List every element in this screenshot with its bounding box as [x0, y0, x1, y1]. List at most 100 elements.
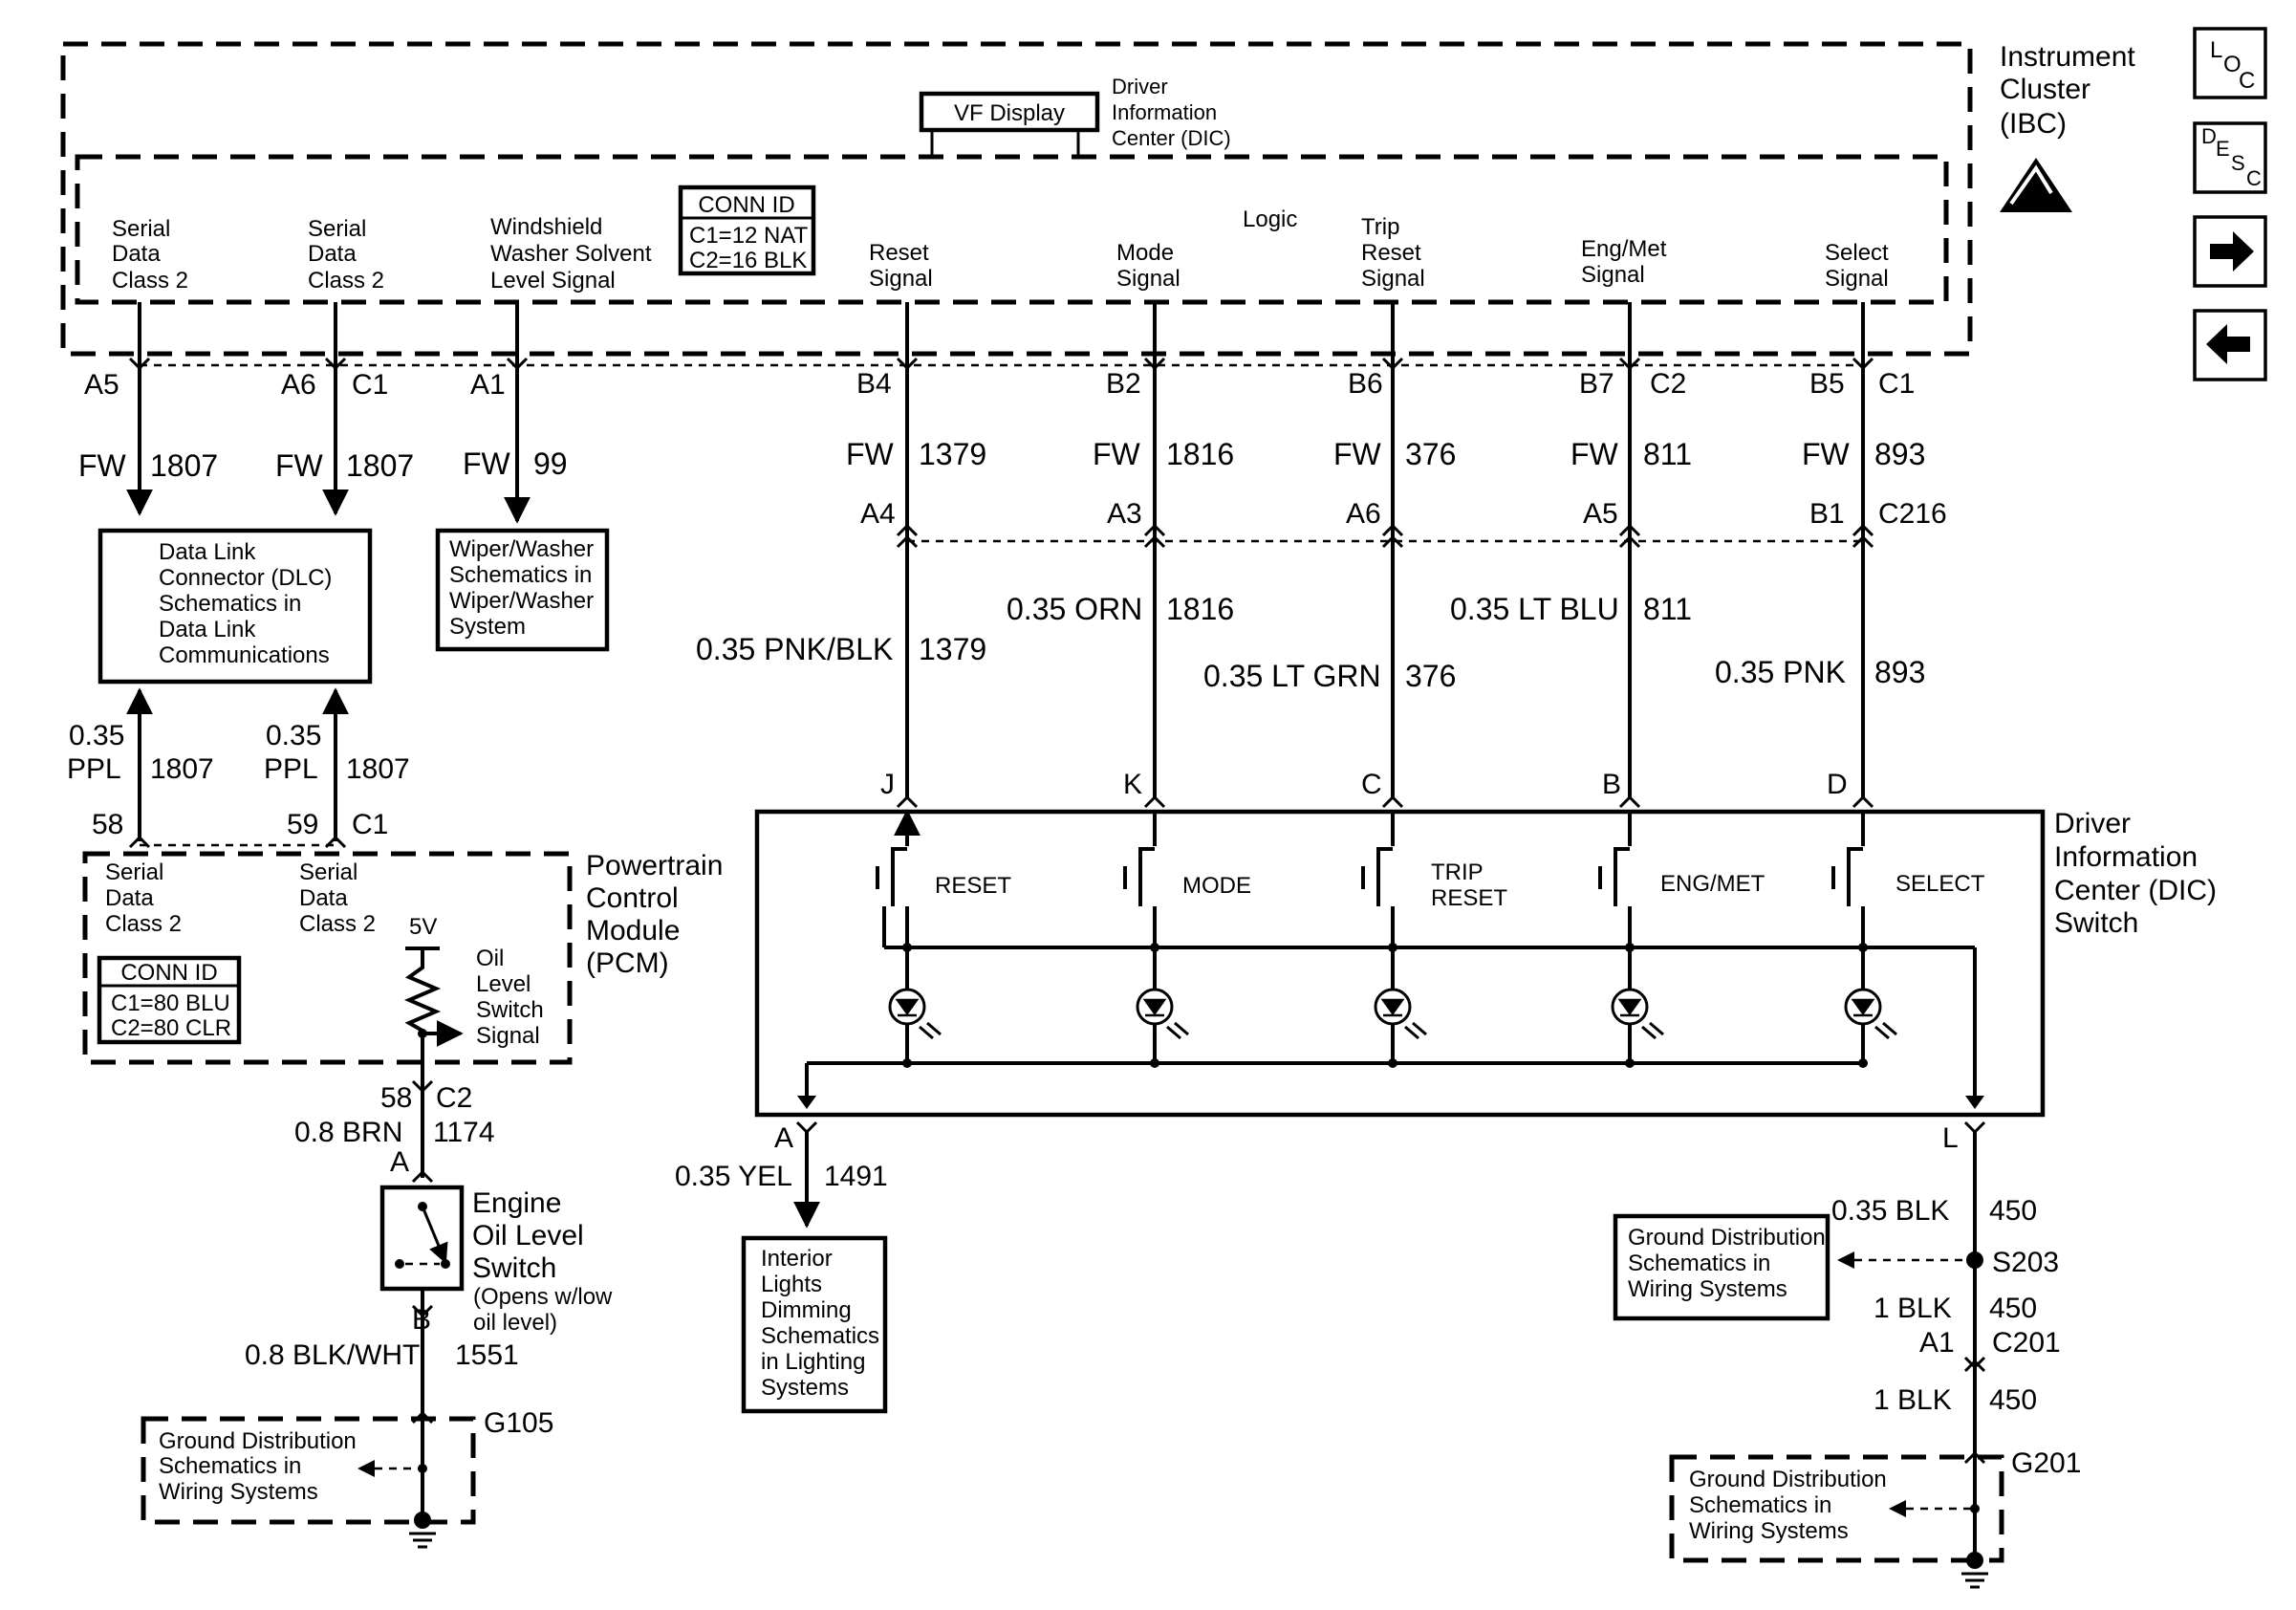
svg-text:1 BLK: 1 BLK: [1874, 1293, 1952, 1324]
signal-label: Signal: [1116, 266, 1180, 292]
pin-label: D: [1827, 769, 1848, 800]
signal-label: Data: [308, 241, 357, 267]
svg-text:C2: C2: [436, 1082, 472, 1114]
svg-text:450: 450: [1989, 1195, 2037, 1227]
svg-text:Serial: Serial: [105, 859, 163, 885]
svg-text:Module: Module: [586, 915, 680, 946]
svg-text:(PCM): (PCM): [586, 947, 669, 979]
esd-warning-icon: [2000, 158, 2072, 212]
svg-text:D: D: [2201, 124, 2217, 148]
signal-label: Serial: [112, 216, 170, 242]
forward-button[interactable]: [2193, 215, 2267, 288]
interior-lights-circuit: A 0.35 YEL 1491: [675, 1096, 888, 1229]
circuit-number: 1816: [1166, 592, 1234, 626]
connector-label: C1: [1878, 368, 1915, 400]
svg-text:G105: G105: [484, 1407, 553, 1439]
svg-text:PPL: PPL: [67, 753, 121, 785]
svg-text:PPL: PPL: [264, 753, 318, 785]
ibc-logic-boundary: [75, 154, 1949, 305]
dic-switch: Driver Information Center (DIC) Switch R…: [754, 797, 2217, 1118]
svg-text:Class 2: Class 2: [105, 911, 182, 937]
connector-label: C1: [352, 369, 388, 401]
back-button[interactable]: [2193, 309, 2267, 381]
svg-text:0.35 BLK: 0.35 BLK: [1831, 1195, 1949, 1227]
svg-text:A1: A1: [1919, 1327, 1955, 1359]
svg-text:450: 450: [1989, 1293, 2037, 1324]
svg-text:Schematics in: Schematics in: [1689, 1492, 1831, 1518]
ground-ref-box-s203[interactable]: Ground Distribution Schematics in Wiring…: [1613, 1213, 1967, 1321]
wire-color: FW: [78, 448, 127, 483]
interior-lights-reference-box[interactable]: Interior Lights Dimming Schematics in Li…: [741, 1235, 888, 1414]
svg-text:E: E: [2216, 137, 2230, 161]
switch-label-trip: TRIP: [1431, 859, 1484, 885]
dic-label-2: Information: [1112, 100, 1217, 124]
svg-text:Wiring Systems: Wiring Systems: [1628, 1276, 1787, 1302]
svg-text:Switch: Switch: [472, 1252, 556, 1284]
wire-spec: 0.35 LT GRN: [1203, 659, 1381, 693]
svg-text:450: 450: [1989, 1384, 2037, 1416]
signal-label: Trip: [1361, 214, 1399, 240]
circuit-number: 1379: [919, 437, 986, 471]
arrow-left-icon: [2206, 324, 2250, 364]
desc-button[interactable]: D E S C: [2193, 121, 2267, 194]
signal-label: Level Signal: [490, 268, 616, 294]
svg-text:Communications: Communications: [159, 642, 330, 668]
svg-text:Connector (DLC): Connector (DLC): [159, 565, 332, 591]
svg-text:5V: 5V: [409, 914, 437, 940]
loc-button[interactable]: L O C: [2193, 27, 2267, 99]
dlc-reference-box[interactable]: Data Link Connector (DLC) Schematics in …: [97, 528, 373, 685]
svg-text:1491: 1491: [824, 1161, 888, 1192]
led-icon: [1374, 988, 1427, 1040]
svg-text:Control: Control: [586, 882, 679, 914]
svg-text:(Opens w/low: (Opens w/low: [473, 1284, 613, 1310]
svg-text:C201: C201: [1992, 1327, 2061, 1359]
ibc-conn-id-box: [678, 185, 816, 276]
pin-label: B: [1602, 769, 1621, 800]
svg-text:Information: Information: [2054, 841, 2198, 873]
signal-label: Windshield: [490, 214, 602, 240]
wiper-reference-box[interactable]: Wiper/Washer Schematics in Wiper/Washer …: [435, 528, 610, 652]
svg-text:Class 2: Class 2: [299, 911, 376, 937]
pin-label: B7: [1579, 368, 1614, 400]
pullup-resistor: [403, 946, 442, 1095]
signal-label: Signal: [1361, 266, 1425, 292]
svg-text:0.35: 0.35: [69, 720, 124, 751]
connector-label: C216: [1878, 498, 1947, 530]
pin-label: A6: [281, 369, 316, 401]
vf-display-label: VF Display: [954, 100, 1065, 126]
pin-label: J: [880, 769, 895, 800]
pin-label: B6: [1348, 368, 1383, 400]
pcm-module: Powertrain Control Module (PCM) Serial D…: [82, 850, 723, 1095]
svg-text:G201: G201: [2011, 1447, 2081, 1479]
ground-ref-box-g201[interactable]: Ground Distribution Schematics in Wiring…: [1669, 1454, 2004, 1563]
circuit-number: 1379: [919, 632, 986, 666]
ibc-title-2: Cluster: [2000, 74, 2090, 105]
pcm-boundary: [82, 851, 573, 1065]
svg-text:1807: 1807: [150, 753, 214, 785]
svg-text:Ground Distribution: Ground Distribution: [159, 1428, 357, 1454]
ground-ref-box-left[interactable]: Ground Distribution Schematics in Wiring…: [141, 1416, 476, 1525]
led-icon: [1844, 988, 1897, 1040]
svg-text:Data Link: Data Link: [159, 617, 256, 642]
svg-text:58: 58: [92, 809, 123, 840]
svg-text:Wiring Systems: Wiring Systems: [159, 1479, 318, 1505]
svg-text:Schematics: Schematics: [761, 1323, 879, 1349]
svg-text:Data: Data: [299, 885, 348, 911]
ground-symbol-g201: [1961, 1520, 1988, 1589]
svg-text:Schematics in: Schematics in: [159, 591, 301, 617]
ground-symbol-g105: [409, 1512, 436, 1549]
svg-text:1807: 1807: [346, 753, 410, 785]
svg-text:Wiper/Washer: Wiper/Washer: [449, 536, 594, 562]
svg-text:O: O: [2223, 52, 2242, 77]
wire-spec: 0.35 LT BLU: [1450, 592, 1619, 626]
svg-text:CONN ID: CONN ID: [120, 960, 217, 986]
ibc-wires: A5 FW 1807 A6 C1 FW 1807 A1 FW 99 B4 FW …: [78, 302, 1947, 800]
signal-label: Eng/Met: [1581, 236, 1667, 262]
svg-text:C: C: [2246, 166, 2262, 190]
signal-label: Select: [1825, 240, 1889, 266]
circuit-number: 893: [1874, 437, 1925, 471]
logic-label: Logic: [1243, 207, 1297, 232]
wire-color: FW: [275, 448, 324, 483]
pin-label: A5: [1583, 498, 1618, 530]
arrow-right-icon: [2210, 231, 2254, 272]
